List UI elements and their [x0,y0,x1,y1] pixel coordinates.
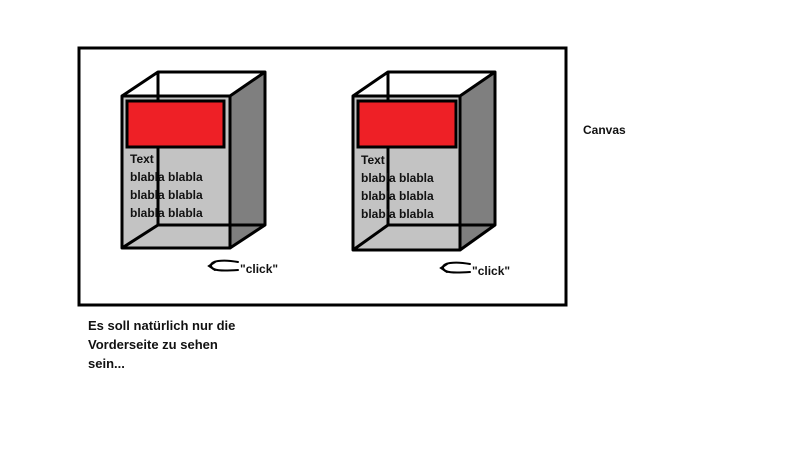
cube-side-face [460,72,495,250]
canvas-label: Canvas [583,123,626,137]
card-text-line: blabla blabla [361,189,434,203]
card-text-line: blabla blabla [130,170,203,184]
note-line: Es soll natürlich nur die [88,318,236,333]
note-line: Vorderseite zu sehen [88,337,218,352]
note-text: Es soll natürlich nur die Vorderseite zu… [88,316,235,373]
card-text-line: blabla blabla [130,188,203,202]
card-header-red [356,99,458,149]
click-label[interactable]: "click" [472,264,511,278]
card-text-line: blabla blabla [361,171,434,185]
card-text-line: blabla blabla [361,207,434,221]
card-text-line: Text [361,153,385,167]
cube-card-1[interactable] [120,70,267,272]
card-text-line: Text [130,152,154,166]
click-label[interactable]: "click" [240,262,279,276]
card-text-line: blabla blabla [130,206,203,220]
cube-card-2[interactable] [351,70,497,274]
cube-side-face [230,72,265,248]
card-1-text: Text blabla blabla blabla blabla blabla … [130,150,203,222]
click-arrow-icon[interactable] [207,259,239,272]
canvas-frame [77,46,568,307]
click-arrow-icon[interactable] [439,261,471,274]
card-header-red [125,99,226,149]
card-2-text: Text blabla blabla blabla blabla blabla … [361,151,434,223]
note-line: sein... [88,356,125,371]
